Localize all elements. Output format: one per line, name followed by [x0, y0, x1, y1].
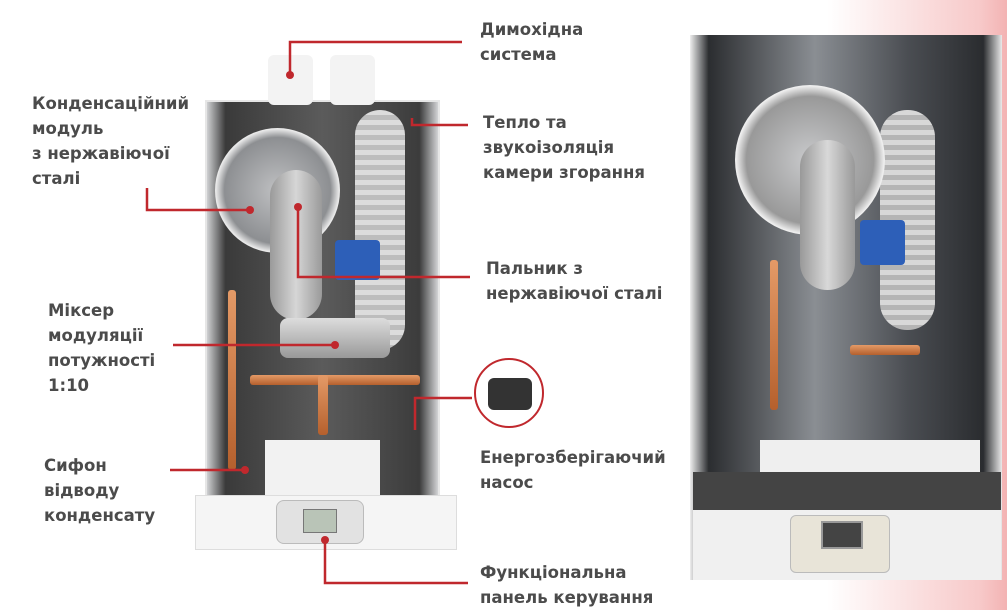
label-pump: Енергозберігаючий насос [480, 448, 666, 492]
label-siphon: Сифон відводу конденсату [44, 456, 156, 525]
label-flue: Димохідна система [480, 20, 584, 64]
control-panel-image [276, 500, 364, 544]
label-mixer: Міксер модуляції потужності 1:10 [48, 301, 156, 395]
label-burner: Пальник з нержавіючої сталі [486, 259, 663, 303]
label-control-panel: Функціональна панель керування [480, 563, 654, 607]
label-insulation: Тепло та звукоізоляція камери згорання [483, 113, 646, 182]
pump-image [474, 358, 544, 428]
label-condensing-module: Конденсаційний модуль з нержавіючої стал… [32, 94, 190, 188]
